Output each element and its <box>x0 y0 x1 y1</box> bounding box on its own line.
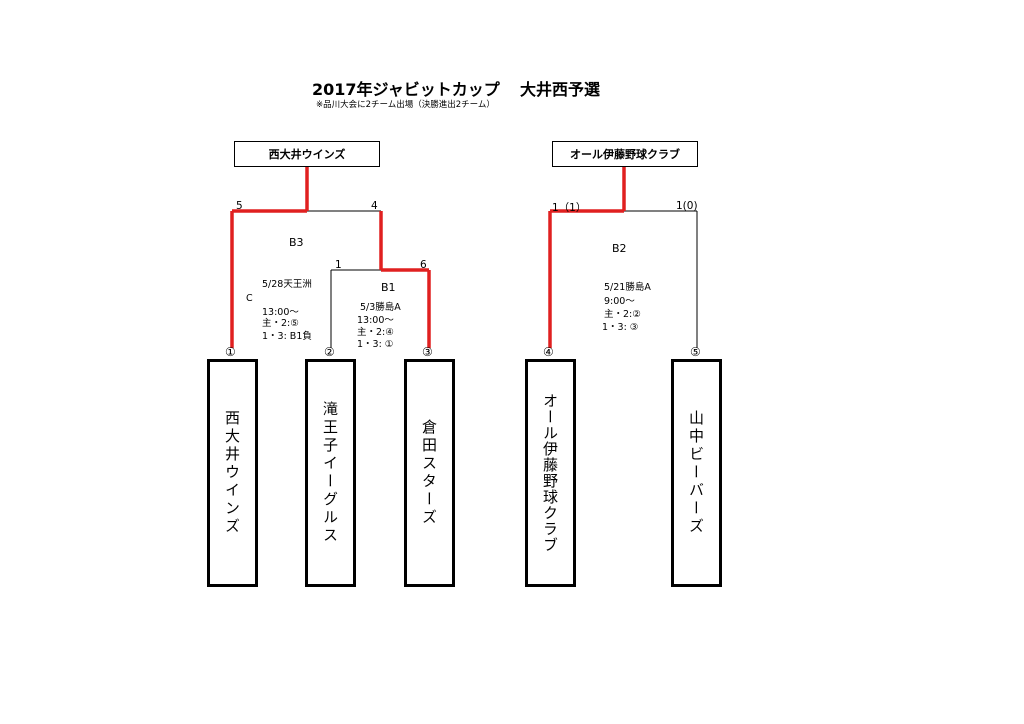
b2-info-umpire: 1・3: ③ <box>602 322 639 333</box>
b2-info-date: 5/21勝島A <box>604 282 651 293</box>
qualification-note: ※品川大会に2チーム出場（決勝進出2チーム） <box>316 100 495 110</box>
team-name-3: 倉田スターズ <box>420 419 438 527</box>
b3-label: B3 <box>289 236 304 249</box>
b2-right-score: 1(0) <box>676 200 698 212</box>
seed-1: ① <box>225 345 236 359</box>
b3-info-home: 主・2:⑤ <box>262 318 299 329</box>
b2-info-home: 主・2:② <box>604 309 641 320</box>
b1-left-score: 1 <box>335 259 342 271</box>
b1-info-umpire: 1・3: ① <box>357 339 394 350</box>
team-name-2: 滝王子イーグルス <box>321 401 339 545</box>
team-box-2: 滝王子イーグルス <box>305 359 356 587</box>
team-box-4: オール伊藤野球クラブ <box>525 359 576 587</box>
seed-2: ② <box>324 345 335 359</box>
b2-label: B2 <box>612 242 627 255</box>
b3-info-umpire: 1・3: B1負 <box>262 331 312 342</box>
bracket-winning-lines <box>230 166 626 348</box>
winner-box-right: オール伊藤野球クラブ <box>552 141 698 167</box>
b1-label: B1 <box>381 281 396 294</box>
b3-info-court: C <box>246 293 253 304</box>
b3-left-score: 5 <box>236 200 243 212</box>
team-box-1: 西大井ウインズ <box>207 359 258 587</box>
seed-4: ④ <box>543 345 554 359</box>
team-name-5: 山中ビーバーズ <box>687 410 705 536</box>
seed-3: ③ <box>422 345 433 359</box>
b1-info-time: 13:00～ <box>357 315 394 326</box>
page-title: 2017年ジャビットカップ <box>312 80 500 99</box>
page-subtitle: 大井西予選 <box>520 80 601 99</box>
b1-right-score: 6 <box>420 259 427 271</box>
b3-info-date: 5/28天王洲 <box>262 279 312 290</box>
winner-box-left: 西大井ウインズ <box>234 141 380 167</box>
seed-5: ⑤ <box>690 345 701 359</box>
b3-info-time: 13:00～ <box>262 307 299 318</box>
bracket-black-lines <box>307 210 698 348</box>
team-box-5: 山中ビーバーズ <box>671 359 722 587</box>
b2-info-time: 9:00～ <box>604 296 635 307</box>
team-box-3: 倉田スターズ <box>404 359 455 587</box>
team-name-4: オール伊藤野球クラブ <box>541 393 559 553</box>
b1-info-date: 5/3勝島A <box>360 302 401 313</box>
b1-info-home: 主・2:④ <box>357 327 394 338</box>
team-name-1: 西大井ウインズ <box>223 410 241 536</box>
b3-right-score: 4 <box>371 200 378 212</box>
b2-left-score: 1（1） <box>552 202 587 214</box>
